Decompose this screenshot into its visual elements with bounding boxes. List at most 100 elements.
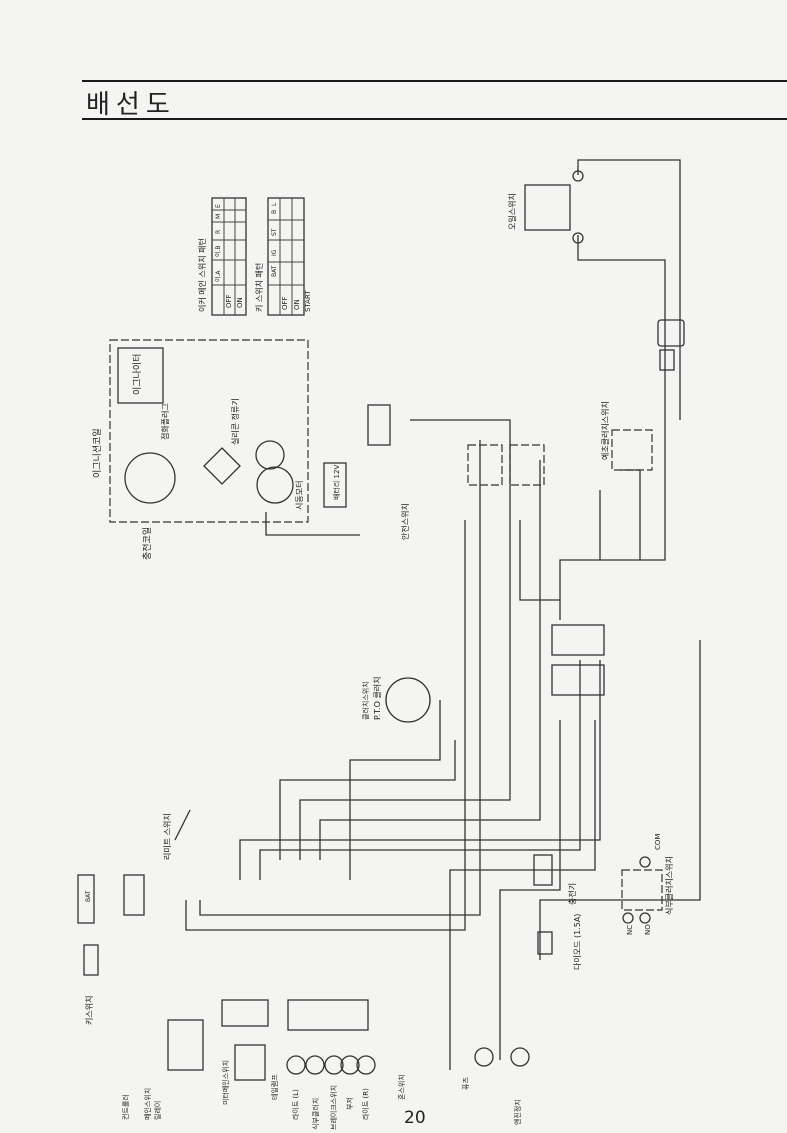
limit-switch (174, 809, 191, 841)
column-header-b: B (271, 210, 278, 214)
main-switch-table-title: 이커 메인 스위치 패턴 (197, 238, 207, 312)
spark-plug-label: 점화플러그 (160, 403, 170, 440)
diode-label: 다이오드 (1.5A) (572, 914, 582, 970)
rectifier-bridge (203, 447, 241, 485)
safety-switch-b (509, 444, 545, 486)
lamp-icon (305, 1055, 325, 1075)
title-underline (82, 118, 787, 120)
planting-switch-label: 식부클러치 (311, 1098, 320, 1130)
top-rule (82, 80, 787, 82)
column-header-l: L (271, 202, 278, 206)
ground-wire (265, 512, 360, 536)
meter-relay-label: 미터메인스위치 (221, 1060, 230, 1105)
tail-lamp-label: 테일램프 (270, 1074, 279, 1100)
battery-relay (167, 1019, 204, 1071)
row-start: START (304, 290, 312, 312)
relay-connector (123, 874, 145, 916)
row-off: OFF (281, 296, 289, 310)
row-on: ON (236, 297, 244, 308)
lamps (286, 1055, 376, 1075)
main-switch-table: 이.A 이.B R M E OFF ON 이커 메인 스위치 패턴 (197, 197, 247, 316)
meter (234, 1044, 266, 1081)
ignition-coil (124, 452, 176, 504)
row-off: OFF (225, 294, 233, 308)
no-terminal (639, 912, 651, 924)
starter-relay (255, 440, 285, 470)
column-header-a: 이.A (214, 270, 222, 282)
mower-switch (611, 429, 653, 471)
no-label: NO (644, 924, 652, 935)
column-header-st: ST (271, 228, 278, 236)
page-title: 배선도 (86, 90, 176, 120)
oil-switch (524, 184, 571, 231)
seat-switch-label: 식부클러치스위치 (665, 856, 674, 915)
main-switch-label: 메인스위치 (143, 1088, 152, 1120)
nc-terminal (622, 912, 634, 924)
com-terminal (639, 856, 651, 868)
starter-motor (256, 466, 294, 504)
horn-switch-label: 혼스위치 (397, 1074, 406, 1100)
switch-cluster (287, 999, 369, 1031)
lamp-icon (340, 1055, 360, 1075)
rectifier-label: 실리콘 정류기 (230, 398, 240, 445)
key-switch-key (83, 944, 99, 976)
buzzer-label: 부저 (345, 1097, 354, 1110)
oil-switch-terminal (572, 232, 584, 244)
ignition-coil-label: 이그니션코일 (92, 428, 103, 478)
column-header-e: E (215, 204, 222, 208)
column-header-ig: IG (271, 249, 278, 256)
battery (323, 462, 347, 508)
key-switch-table-title: 키 스위치 패턴 (254, 263, 264, 312)
pto-clutch (385, 677, 431, 723)
controller-label: 컨트롤러 (121, 1094, 130, 1120)
brake-switch-label: 브레이크스위치 (329, 1085, 338, 1130)
oil-switch-label: 오일스위치 (508, 193, 517, 230)
column-header-r: R (215, 230, 222, 234)
starter-motor-label: 시동모터 (295, 481, 304, 510)
key-switch-body (77, 874, 95, 924)
igniter-box (117, 347, 164, 404)
lamp-icon (286, 1055, 306, 1075)
mower-switch-label: 예초클러치스위치 (600, 401, 610, 460)
engine-stop-label: 엔진정지 (513, 1099, 522, 1125)
page-number: 20 (404, 1108, 426, 1128)
com-label: COM (654, 834, 662, 850)
igniter-label: 이그나이터 (132, 354, 143, 395)
pto-clutch-label: P.T.O 클러치 (373, 676, 382, 720)
charge-coil-label: 충전코일 (142, 527, 153, 560)
horn (474, 1047, 494, 1067)
bat-label: BAT (85, 890, 92, 902)
light-r-label: 라이트 (R) (361, 1088, 370, 1120)
diode (537, 931, 553, 955)
column-header-bat: BAT (271, 265, 278, 277)
column-header-b: 이.B (214, 245, 222, 257)
key-switch-label: 키스위치 (85, 996, 94, 1025)
row-on: ON (293, 299, 301, 310)
column-header-m: M (215, 214, 222, 219)
nc-label: NC (626, 925, 634, 935)
safety-switch-label: 안전스위치 (400, 503, 410, 540)
fuse-label: 퓨즈 (462, 1077, 470, 1090)
key-switch-table: BAT IG ST B L OFF ON START 키 스위치 패턴 (254, 197, 312, 316)
lamp-icon (356, 1055, 376, 1075)
light-l-label: 라이트 (L) (291, 1089, 300, 1120)
seat-switch (621, 869, 663, 911)
oil-switch-terminal (572, 170, 584, 182)
limit-switch-label: 리미트 스위치 (163, 813, 172, 860)
wire-harness (185, 159, 701, 1070)
engine-module-box (109, 339, 309, 523)
engine-stop-lamp (510, 1047, 530, 1067)
oil-connector (657, 319, 685, 347)
clutch-switch-label: 클러치스위치 (361, 681, 370, 720)
relay-label: 릴레이 (153, 1101, 162, 1120)
lamp-icon (324, 1055, 344, 1075)
battery-label: 배터리 12V (332, 465, 341, 500)
safety-switch-a (467, 444, 503, 486)
connector-female (551, 624, 605, 656)
connector-male (551, 664, 605, 696)
connector (367, 404, 391, 446)
fuse-box (221, 999, 269, 1027)
charger (533, 854, 553, 886)
oil-connector-2 (659, 349, 675, 371)
